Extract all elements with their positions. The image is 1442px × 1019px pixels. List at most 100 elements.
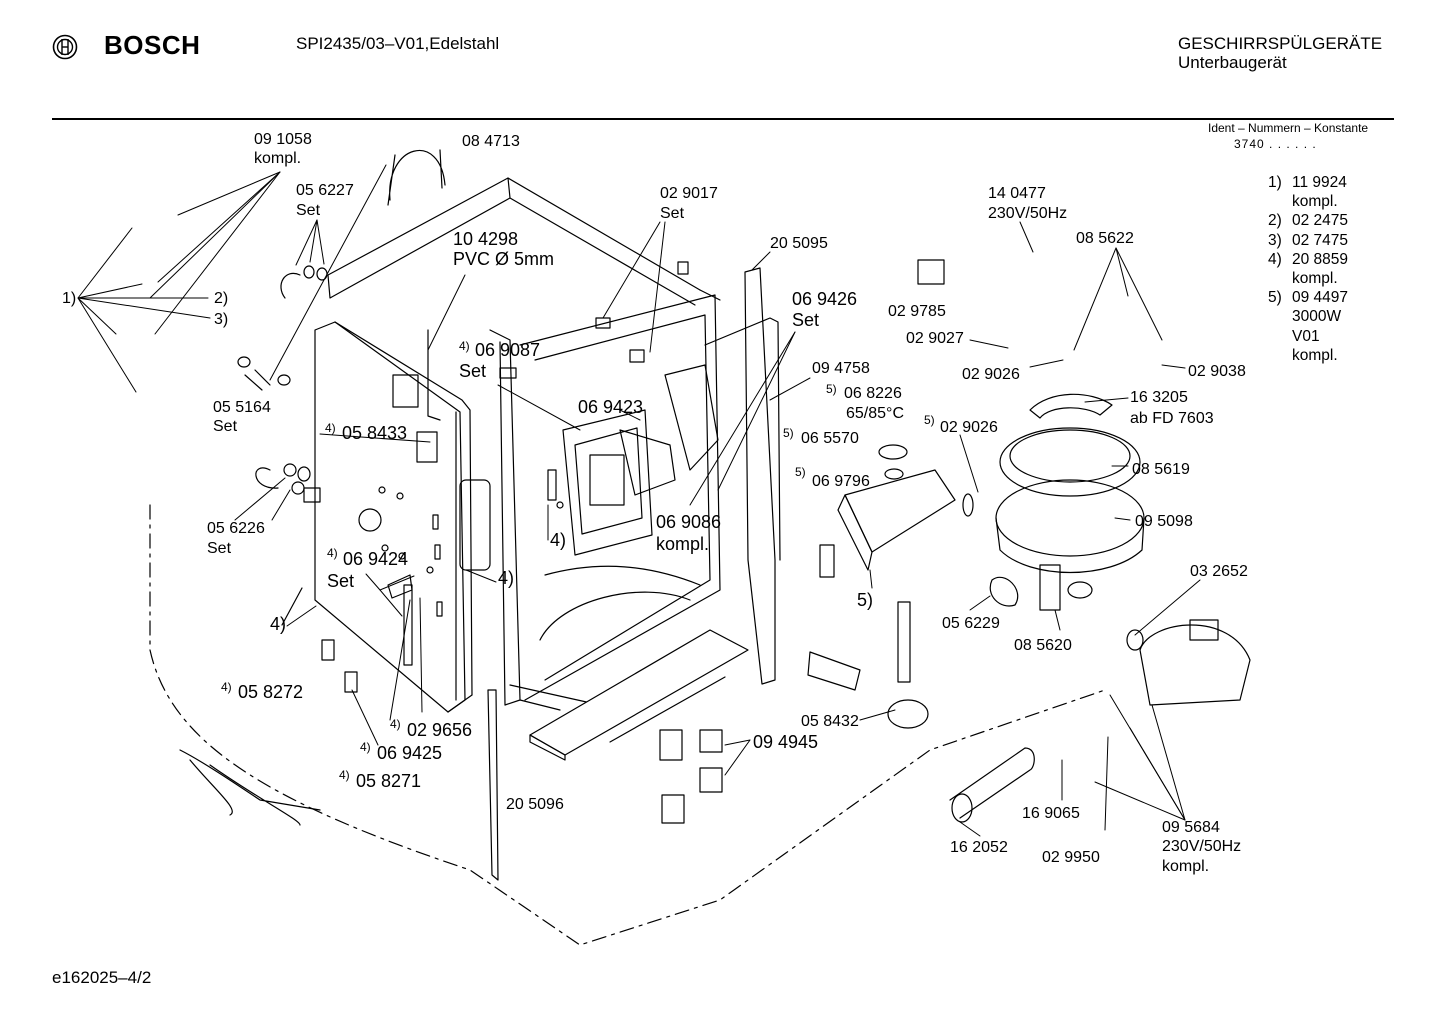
sup-4-058433: 4) xyxy=(325,421,336,435)
legend-value: 11 9924 xyxy=(1292,174,1347,191)
pressure-switch-drawing xyxy=(659,601,1035,824)
pump-assembly-drawing xyxy=(995,393,1251,706)
label-069087-note: Set xyxy=(459,361,486,381)
dispenser-drawing xyxy=(562,364,719,556)
label-029026-top: 02 9026 xyxy=(962,366,1020,383)
label-091058: 09 1058 xyxy=(254,131,312,148)
label-069424: 06 9424 xyxy=(343,549,408,569)
sup-4-069424: 4) xyxy=(327,546,338,560)
label-162052: 16 2052 xyxy=(950,839,1008,856)
label-056229: 05 6229 xyxy=(942,615,1000,632)
label-058272: 05 8272 xyxy=(238,682,303,702)
legend-key: 5) xyxy=(1268,289,1282,307)
key-3: 3) xyxy=(214,311,228,328)
legend-key xyxy=(1268,269,1292,288)
bosch-logo-icon xyxy=(52,34,78,60)
heater-unit-drawing xyxy=(819,259,1019,607)
label-056227-note: Set xyxy=(296,202,321,219)
label-163205: 16 3205 xyxy=(1130,389,1188,406)
legend-value: 02 2475 xyxy=(1292,212,1349,230)
label-029017: 02 9017 xyxy=(660,185,718,202)
label-069086: 06 9086 xyxy=(656,512,721,532)
label-058433: 05 8433 xyxy=(342,423,407,443)
label-205096: 20 5096 xyxy=(506,796,564,813)
label-163205-note: ab FD 7603 xyxy=(1130,410,1214,427)
label-029026-mid: 02 9026 xyxy=(940,419,998,436)
label-055164-note: Set xyxy=(213,418,238,435)
label-069086-note: kompl. xyxy=(656,534,709,554)
legend-value: 20 8859 xyxy=(1292,250,1349,268)
label-094945: 09 4945 xyxy=(753,732,818,752)
leader-lines xyxy=(77,164,1201,837)
label-069424-note: Set xyxy=(327,571,354,591)
label-029017-note: Set xyxy=(660,205,685,222)
tub-frame-drawing xyxy=(327,177,749,761)
sup-5-029026: 5) xyxy=(924,413,935,427)
label-140477: 14 0477 xyxy=(988,185,1046,202)
key-4-wall: 4) xyxy=(498,568,514,588)
sup-5-069796: 5) xyxy=(795,465,806,479)
sup-4-069425: 4) xyxy=(360,740,371,754)
label-029950: 02 9950 xyxy=(1042,849,1100,866)
label-056227: 05 6227 xyxy=(296,182,354,199)
key-1: 1) xyxy=(62,290,76,307)
label-094758: 09 4758 xyxy=(812,360,870,377)
legend-key: 3) xyxy=(1268,231,1282,249)
legend-key: 4) xyxy=(1268,250,1282,268)
label-095684: 09 5684 xyxy=(1162,819,1220,836)
label-069087: 06 9087 xyxy=(475,340,540,360)
legend-row: 1) 11 9924 xyxy=(1268,173,1348,192)
sup-4-058272: 4) xyxy=(221,680,232,694)
legend-key: 2) xyxy=(1268,212,1282,230)
legend-row: 2) 02 2475 xyxy=(1268,211,1348,230)
key-4-dispenser: 4) xyxy=(550,530,566,550)
label-069425: 06 9425 xyxy=(377,743,442,763)
label-085622: 08 5622 xyxy=(1076,230,1134,247)
legend-row: kompl. xyxy=(1268,269,1348,288)
label-069426-note: Set xyxy=(792,310,819,330)
key-2: 2) xyxy=(214,290,228,307)
label-068226: 06 8226 xyxy=(844,385,902,402)
label-056226-note: Set xyxy=(207,540,232,557)
label-029785: 02 9785 xyxy=(888,303,946,320)
legend-key xyxy=(1268,346,1292,365)
label-056226: 05 6226 xyxy=(207,520,265,537)
legend-value: V01 xyxy=(1292,327,1320,345)
legend-value: kompl. xyxy=(1292,270,1338,288)
label-058271: 05 8271 xyxy=(356,771,421,791)
label-055164: 05 5164 xyxy=(213,399,271,416)
hose-fittings-drawing xyxy=(237,265,328,503)
legend-key: 1) xyxy=(1268,174,1282,191)
product-category: GESCHIRRSPÜLGERÄTE xyxy=(1178,34,1383,53)
seal-strips-drawing xyxy=(487,267,781,881)
legend-value: 09 4497 xyxy=(1292,289,1349,307)
label-032652: 03 2652 xyxy=(1190,563,1248,580)
legend-value: 02 7475 xyxy=(1292,231,1349,249)
label-069426: 06 9426 xyxy=(792,289,857,309)
label-095098: 09 5098 xyxy=(1135,513,1193,530)
legend-value: kompl. xyxy=(1292,346,1338,364)
brand-name: BOSCH xyxy=(104,30,201,60)
label-095684-note2: kompl. xyxy=(1162,858,1209,875)
label-169065: 16 9065 xyxy=(1022,805,1080,822)
label-058432: 05 8432 xyxy=(801,713,859,730)
plug-parts-drawing xyxy=(281,574,413,693)
label-205095: 20 5095 xyxy=(770,235,828,252)
part-labels: 09 1058 kompl. 08 4713 05 6227 Set 1) 2)… xyxy=(62,131,1248,875)
side-wall-drawing xyxy=(314,321,491,713)
label-029038: 02 9038 xyxy=(1188,363,1246,380)
label-069423: 06 9423 xyxy=(578,397,643,417)
key-5-heater: 5) xyxy=(857,590,873,610)
label-095684-note: 230V/50Hz xyxy=(1162,838,1241,855)
dashed-boundary xyxy=(149,504,1106,946)
legend-row: 5) 09 4497 xyxy=(1268,288,1348,307)
legend-row: 3) 02 7475 xyxy=(1268,231,1348,250)
ident-value: 3740 . . . . . . xyxy=(1234,137,1317,151)
model-title: SPI2435/03–V01,Edelstahl xyxy=(296,34,500,53)
legend-row: 4) 20 8859 xyxy=(1268,250,1348,269)
label-068226-note: 65/85°C xyxy=(846,405,904,422)
label-069796: 06 9796 xyxy=(812,473,870,490)
legend-row: 3000W xyxy=(1268,307,1348,326)
label-065570: 06 5570 xyxy=(801,430,859,447)
